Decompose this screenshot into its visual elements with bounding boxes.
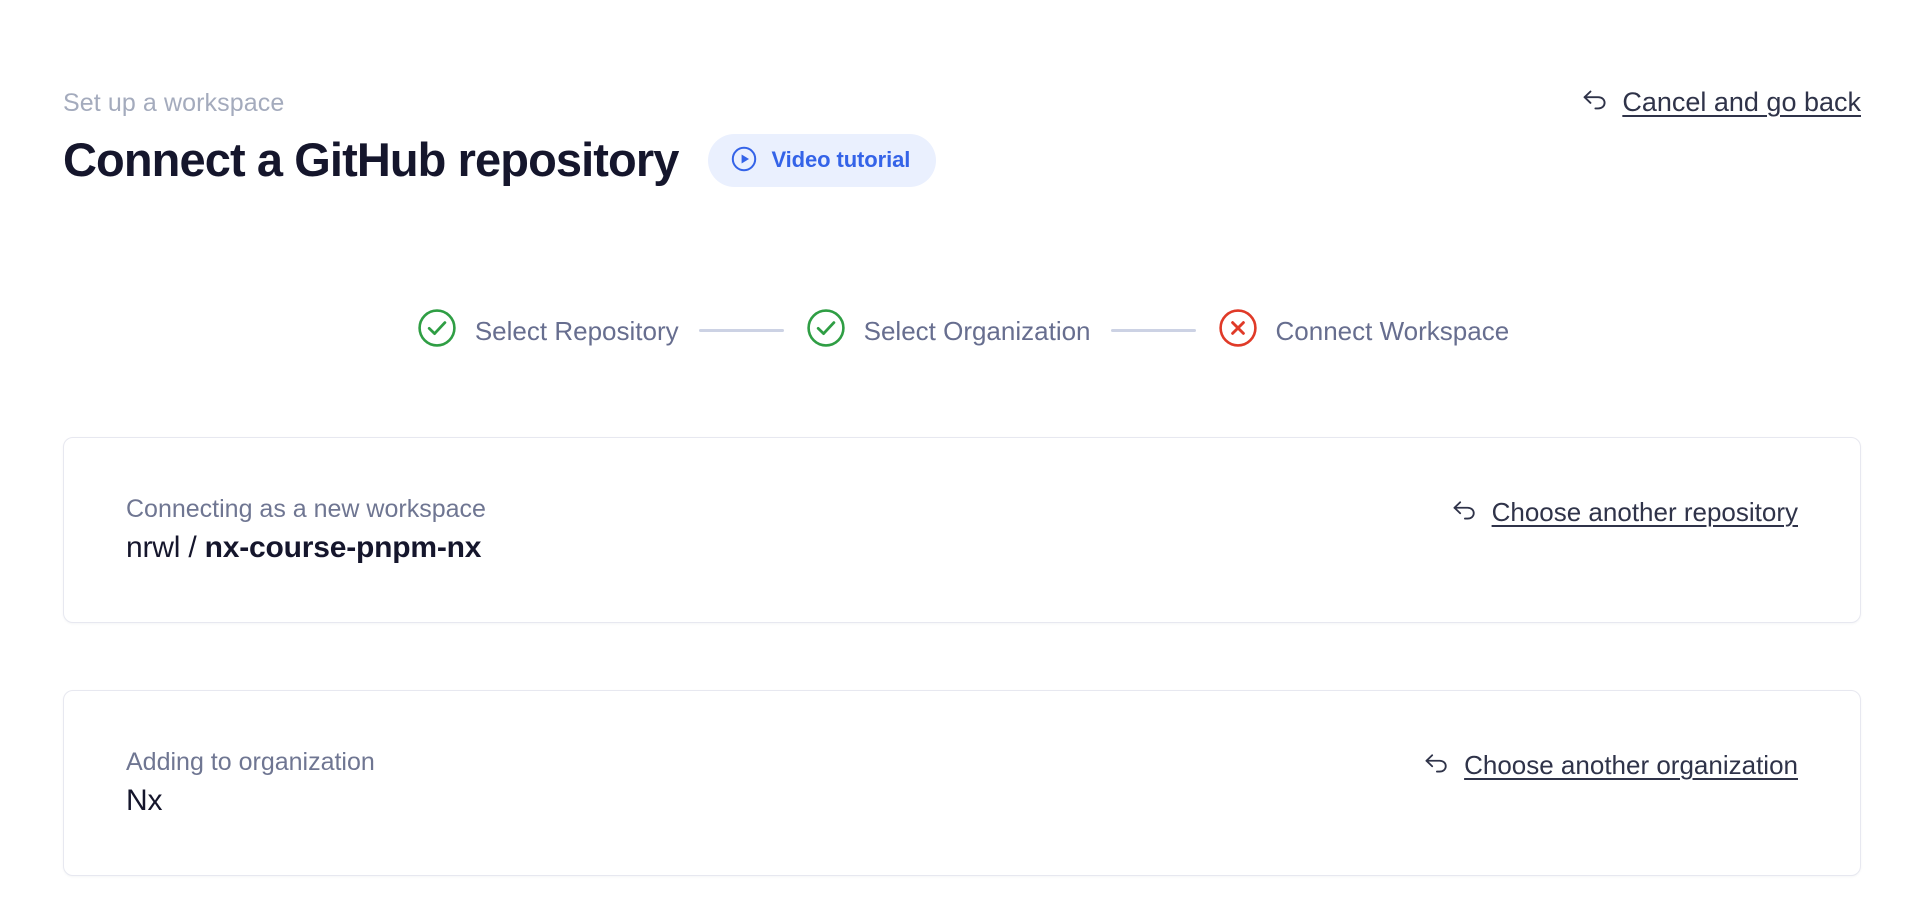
repository-card-value: nrwl / nx-course-pnpm-nx	[126, 530, 486, 566]
progress-stepper: Select Repository Select Organization Co…	[0, 306, 1924, 355]
repository-card-caption: Connecting as a new workspace	[126, 495, 486, 523]
breadcrumb-eyebrow: Set up a workspace	[63, 89, 285, 117]
x-circle-icon	[1216, 306, 1260, 355]
undo-arrow-icon	[1450, 496, 1479, 528]
video-tutorial-button[interactable]: Video tutorial	[708, 133, 937, 187]
repository-card-text: Connecting as a new workspace nrwl / nx-…	[126, 494, 486, 566]
organization-card-value: Nx	[126, 784, 163, 817]
stepper-label-select-repository: Select Repository	[474, 315, 679, 346]
page-title: Connect a GitHub repository	[63, 133, 679, 186]
choose-another-organization-link[interactable]: Choose another organization	[1422, 749, 1798, 781]
cancel-and-go-back-link[interactable]: Cancel and go back	[1580, 85, 1861, 118]
undo-arrow-icon	[1422, 749, 1451, 781]
check-circle-icon	[415, 306, 459, 355]
play-circle-icon	[730, 145, 758, 176]
stepper-step-connect-workspace[interactable]: Connect Workspace	[1216, 306, 1510, 355]
cancel-and-go-back-label: Cancel and go back	[1622, 86, 1861, 117]
choose-another-repository-link[interactable]: Choose another repository	[1450, 496, 1798, 528]
organization-card-caption: Adding to organization	[126, 748, 375, 776]
choose-another-repository-label: Choose another repository	[1491, 496, 1798, 527]
repository-name: nx-course-pnpm-nx	[204, 531, 482, 564]
stepper-label-select-organization: Select Organization	[863, 315, 1091, 346]
choose-another-organization-label: Choose another organization	[1464, 749, 1798, 780]
title-row: Connect a GitHub repository Video tutori…	[63, 132, 1861, 188]
repository-separator: /	[180, 531, 205, 564]
repository-card: Connecting as a new workspace nrwl / nx-…	[63, 437, 1861, 623]
organization-card-text: Adding to organization Nx	[126, 747, 375, 819]
stepper-step-select-organization[interactable]: Select Organization	[804, 306, 1091, 355]
stepper-label-connect-workspace: Connect Workspace	[1275, 315, 1510, 346]
stepper-connector-1	[698, 329, 784, 332]
page-header: Set up a workspace Connect a GitHub repo…	[63, 88, 1861, 188]
stepper-step-select-repository[interactable]: Select Repository	[415, 306, 679, 355]
repository-owner: nrwl	[126, 531, 181, 564]
undo-arrow-icon	[1580, 85, 1610, 118]
organization-card: Adding to organization Nx Choose another…	[63, 690, 1861, 876]
check-circle-icon	[804, 306, 848, 355]
stepper-connector-2	[1110, 329, 1196, 332]
video-tutorial-label: Video tutorial	[771, 147, 911, 172]
